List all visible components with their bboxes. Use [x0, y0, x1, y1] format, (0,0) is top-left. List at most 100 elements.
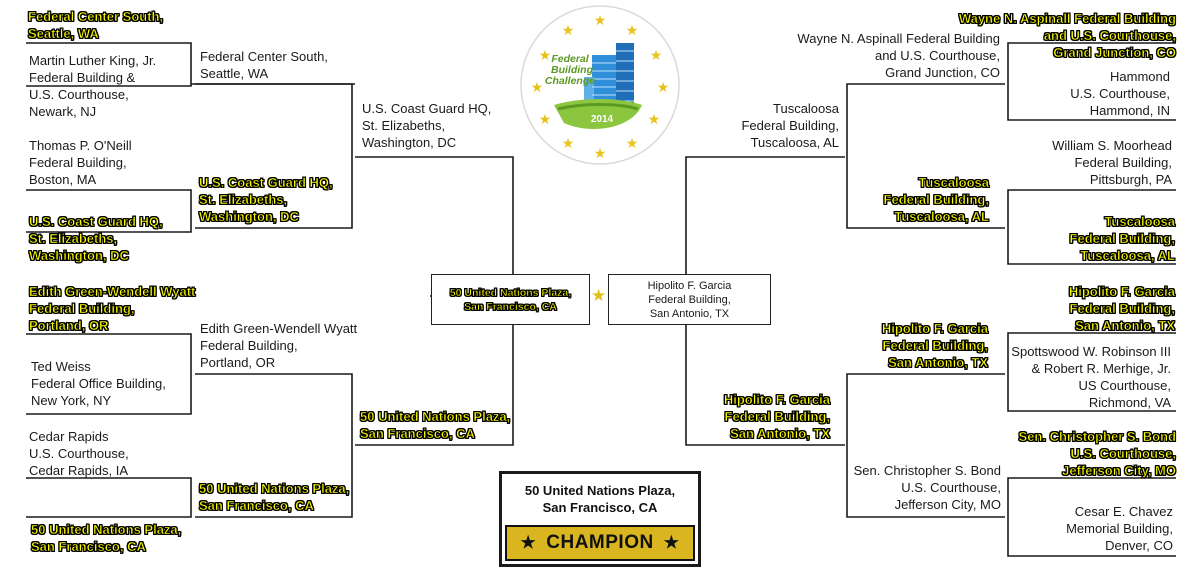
entry-line: Federal Building, — [1069, 231, 1175, 247]
entry-line: Tuscaloosa, AL — [750, 135, 839, 150]
entry-line: Jefferson City, MO — [894, 497, 1001, 512]
entry-line: U.S. Courthouse, — [901, 480, 1001, 495]
star-ring-icon: ★ ★ ★ ★ ★ ★ ★ ★ ★ ★ ★ ★ — [531, 12, 670, 161]
right-r1-entry-3: William S. Moorhead Federal Building, Pi… — [1052, 137, 1172, 188]
entry-line: San Antonio, TX — [730, 426, 830, 442]
entry-line: Hipolito F. Garcia — [1068, 284, 1176, 300]
logo-line2: Building — [551, 64, 594, 76]
entry-line: Federal Building, — [883, 192, 989, 208]
left-r1-entry-3: Thomas P. O'Neill Federal Building, Bost… — [29, 137, 132, 188]
entry-line: Washington, DC — [29, 248, 129, 264]
right-r1-entry-1: Wayne N. Aspinall Federal Building and U… — [959, 10, 1177, 61]
federal-building-challenge-logo: ★ ★ ★ ★ ★ ★ ★ ★ ★ ★ ★ ★ Federal Building… — [520, 5, 680, 165]
entry-line: 50 United Nations Plaza, — [199, 481, 350, 497]
svg-text:★: ★ — [648, 111, 661, 127]
svg-text:★: ★ — [562, 135, 575, 151]
svg-text:★: ★ — [626, 22, 639, 38]
svg-text:★: ★ — [539, 47, 552, 63]
entry-line: Portland, OR — [200, 355, 276, 370]
entry-line: St. Elizabeths, — [362, 118, 446, 133]
left-r1-entry-5: Edith Green-Wendell Wyatt Federal Buildi… — [29, 283, 196, 334]
entry-line: Sen. Christopher S. Bond — [853, 463, 1001, 478]
champion-label: CHAMPION — [546, 532, 654, 553]
entry-line: Cedar Rapids — [29, 429, 109, 444]
entry-line: Tuscaloosa — [773, 101, 839, 116]
left-r1-entry-2: Martin Luther King, Jr. Federal Building… — [29, 52, 156, 120]
right-r2-entry-2: Tuscaloosa Federal Building, Tuscaloosa,… — [883, 174, 989, 225]
entry-line: Seattle, WA — [200, 66, 269, 81]
left-r1-entry-6: Ted Weiss Federal Office Building, New Y… — [31, 358, 166, 409]
entry-line: U.S. Courthouse, — [29, 87, 129, 102]
left-r1-entry-7: Cedar Rapids U.S. Courthouse, Cedar Rapi… — [29, 428, 129, 479]
entry-line: and U.S. Courthouse, — [874, 48, 1000, 63]
svg-text:★: ★ — [657, 79, 670, 95]
left-r1-entry-8: 50 United Nations Plaza, San Francisco, … — [31, 521, 182, 555]
svg-text:★: ★ — [650, 47, 663, 63]
entry-line: San Antonio, TX — [649, 307, 730, 320]
entry-line: Federal Building, — [882, 338, 988, 354]
entry-line: Pittsburgh, PA — [1089, 172, 1172, 187]
entry-line: and U.S. Courthouse, — [1043, 28, 1177, 44]
right-r2-entry-3: Hipolito F. Garcia Federal Building, San… — [882, 320, 989, 371]
entry-line: Federal Building, — [724, 409, 830, 425]
right-r3-entry-2: Hipolito F. Garcia Federal Building, San… — [723, 391, 831, 442]
entry-line: San Antonio, TX — [1075, 318, 1175, 334]
svg-text:★: ★ — [531, 79, 544, 95]
left-r2-entry-1: Federal Center South, Seattle, WA — [200, 48, 328, 82]
entry-line: Tuscaloosa, AL — [1080, 248, 1175, 264]
entry-line: Federal Building, — [29, 155, 127, 170]
entry-line: Federal Office Building, — [31, 376, 166, 391]
right-r1-entry-4: Tuscaloosa Federal Building, Tuscaloosa,… — [1069, 213, 1175, 264]
entry-line: William S. Moorhead — [1052, 138, 1172, 153]
entry-line: Washington, DC — [199, 209, 299, 225]
left-r2-entry-4: 50 United Nations Plaza, San Francisco, … — [199, 480, 350, 514]
entry-line: Wayne N. Aspinall Federal Building — [797, 31, 1000, 46]
entry-line: & Robert R. Merhige, Jr. — [1031, 361, 1171, 376]
left-finalist-box: 50 United Nations Plaza, San Francisco, … — [431, 274, 590, 325]
entry-line: Federal Building, — [741, 118, 839, 133]
entry-line: San Francisco, CA — [360, 426, 475, 442]
svg-text:★: ★ — [562, 22, 575, 38]
entry-line: Hipolito F. Garcia — [723, 392, 831, 408]
champion-banner: ★ CHAMPION ★ — [505, 525, 695, 561]
right-r1-entry-6: Spottswood W. Robinson III & Robert R. M… — [1011, 343, 1171, 411]
entry-line: Richmond, VA — [1088, 395, 1171, 410]
entry-line: Edith Green-Wendell Wyatt — [29, 284, 196, 300]
svg-text:★: ★ — [539, 111, 552, 127]
entry-line: Newark, NJ — [29, 104, 97, 119]
entry-line: New York, NY — [31, 393, 112, 408]
entry-line: U.S. Courthouse, — [29, 446, 129, 461]
entry-line: Edith Green-Wendell Wyatt — [200, 321, 358, 336]
entry-line: San Antonio, TX — [888, 355, 988, 371]
entry-line: U.S. Courthouse, — [1070, 446, 1176, 462]
entry-line: Hipolito F. Garcia — [647, 279, 732, 292]
entry-line: Hammond, IN — [1089, 103, 1170, 118]
entry-line: Tuscaloosa — [918, 175, 989, 191]
entry-line: US Courthouse, — [1078, 378, 1172, 393]
entry-line: Federal Building, — [1069, 301, 1175, 317]
entry-line: 50 United Nations Plaza, — [31, 522, 182, 538]
left-r1-entry-4: U.S. Coast Guard HQ, St. Elizabeths, Was… — [29, 213, 163, 264]
entry-line: Seattle, WA — [28, 26, 99, 42]
entry-line: Cedar Rapids, IA — [29, 463, 128, 478]
entry-line: Federal Building, — [1074, 155, 1172, 170]
champion-name: 50 United Nations Plaza, San Francisco, … — [502, 482, 698, 516]
svg-text:★: ★ — [594, 12, 607, 28]
entry-line: Boston, MA — [29, 172, 97, 187]
champion-name-line: San Francisco, CA — [542, 500, 658, 515]
entry-line: Sen. Christopher S. Bond — [1018, 429, 1176, 445]
entry-line: Federal Building & — [29, 70, 136, 85]
entry-line: Federal Building, — [200, 338, 298, 353]
entry-line: Washington, DC — [362, 135, 457, 150]
logo-year: 2014 — [591, 114, 614, 125]
right-r3-entry-1: Tuscaloosa Federal Building, Tuscaloosa,… — [741, 100, 839, 151]
entry-line: Tuscaloosa, AL — [894, 209, 989, 225]
entry-line: Martin Luther King, Jr. — [29, 53, 157, 68]
logo-line1: Federal — [551, 53, 589, 65]
svg-text:★: ★ — [626, 135, 639, 151]
right-finalist-box: Hipolito F. Garcia Federal Building, San… — [608, 274, 771, 325]
entry-line: Federal Building, — [29, 301, 135, 317]
logo-line3: Challenge — [545, 75, 595, 87]
right-r1-entry-8: Cesar E. Chavez Memorial Building, Denve… — [1066, 503, 1173, 554]
